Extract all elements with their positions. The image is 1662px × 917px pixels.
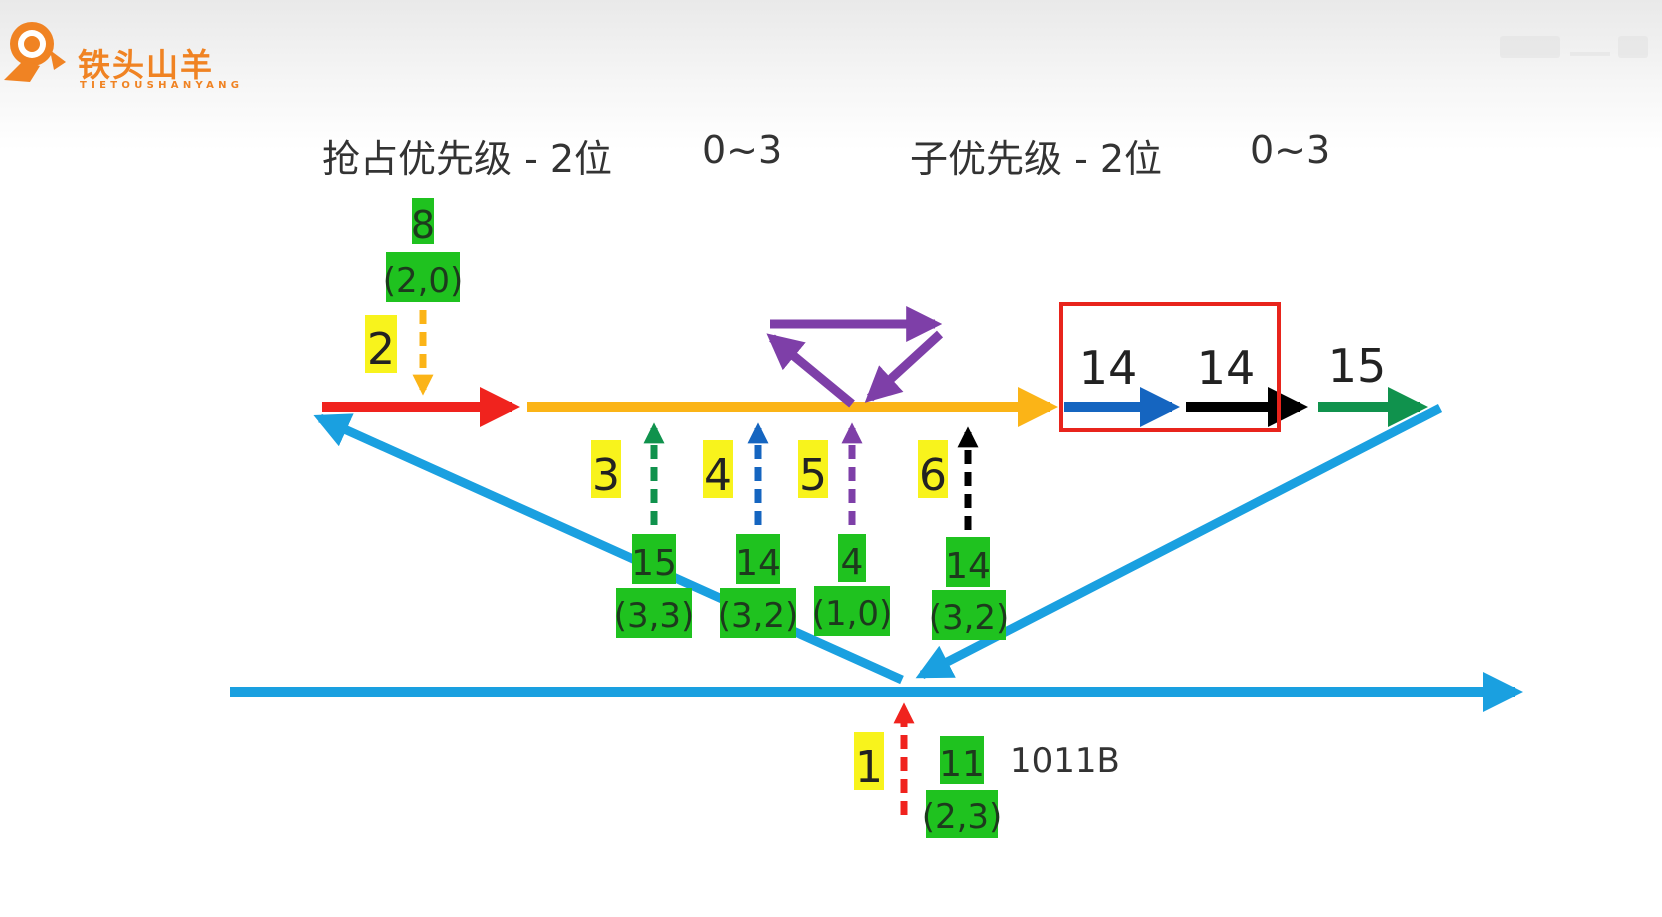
irq4-number: 4 xyxy=(841,542,864,583)
irq4-return-arrow xyxy=(864,330,944,403)
return-interrupt-arrow xyxy=(915,404,1443,679)
pending-highlight-box xyxy=(1059,302,1281,432)
irq11-number-badge xyxy=(940,736,984,784)
irq4-number-badge xyxy=(838,534,866,582)
step2-badge xyxy=(365,315,397,373)
irq11-priority-badge xyxy=(926,790,998,838)
goat-logo-icon xyxy=(4,22,66,82)
brand-title: 铁头山羊 xyxy=(78,46,215,84)
irq14-second-priority-badge xyxy=(932,590,1006,640)
preemption-priority-range: 0~3 xyxy=(702,128,783,172)
sub-priority-range: 0~3 xyxy=(1250,128,1331,172)
irq15-priority-badge xyxy=(616,588,692,638)
pending-irq14-second: 14 xyxy=(1197,341,1256,395)
irq14-first-priority-badge xyxy=(720,588,796,638)
brand-subtitle: TIETOUSHANYANG xyxy=(80,80,244,91)
irq11-number: 11 xyxy=(939,744,985,785)
irq14-first-number-badge xyxy=(736,534,780,584)
irq4-priority-badge xyxy=(814,586,890,636)
step3-badge xyxy=(591,440,621,498)
step6-number: 6 xyxy=(919,450,947,501)
irq14-second-number-badge xyxy=(946,537,990,587)
step2-number: 2 xyxy=(367,324,395,375)
step4-badge xyxy=(703,440,733,498)
irq14-first-number: 14 xyxy=(735,543,781,584)
irq4-priority: (1,0) xyxy=(812,594,893,634)
irq4-preempt-arrow xyxy=(766,333,855,408)
irq14-second-number: 14 xyxy=(945,546,991,587)
sub-priority-label: 子优先级 - 2位 xyxy=(910,137,1163,181)
step1-badge xyxy=(854,732,884,790)
step4-number: 4 xyxy=(704,450,732,501)
step5-badge xyxy=(798,440,828,498)
irq8-priority: (2,0) xyxy=(383,261,464,301)
watermark-logo-icon xyxy=(1500,36,1648,58)
pending-irq15: 15 xyxy=(1328,339,1387,393)
irq8-number-badge xyxy=(412,198,434,244)
irq8-number: 8 xyxy=(411,203,435,247)
irq11-priority: (2,3) xyxy=(922,797,1003,837)
pending-irq14-first: 14 xyxy=(1079,341,1138,395)
step3-number: 3 xyxy=(592,450,620,501)
irq11-binary: 1011B xyxy=(1010,741,1120,781)
preemption-priority-label: 抢占优先级 - 2位 xyxy=(322,137,613,181)
irq14-first-priority: (3,2) xyxy=(718,596,799,636)
step5-number: 5 xyxy=(799,450,827,501)
brand-logo: 铁头山羊 TIETOUSHANYANG xyxy=(0,10,260,91)
irq15-number-badge xyxy=(632,534,676,584)
irq8-priority-badge xyxy=(386,252,460,302)
step6-badge xyxy=(918,440,948,498)
enter-interrupt-arrow xyxy=(313,413,904,685)
irq15-priority: (3,3) xyxy=(614,596,695,636)
irq14-second-priority: (3,2) xyxy=(929,598,1010,638)
step1-number: 1 xyxy=(855,742,883,793)
irq15-number: 15 xyxy=(631,543,677,584)
